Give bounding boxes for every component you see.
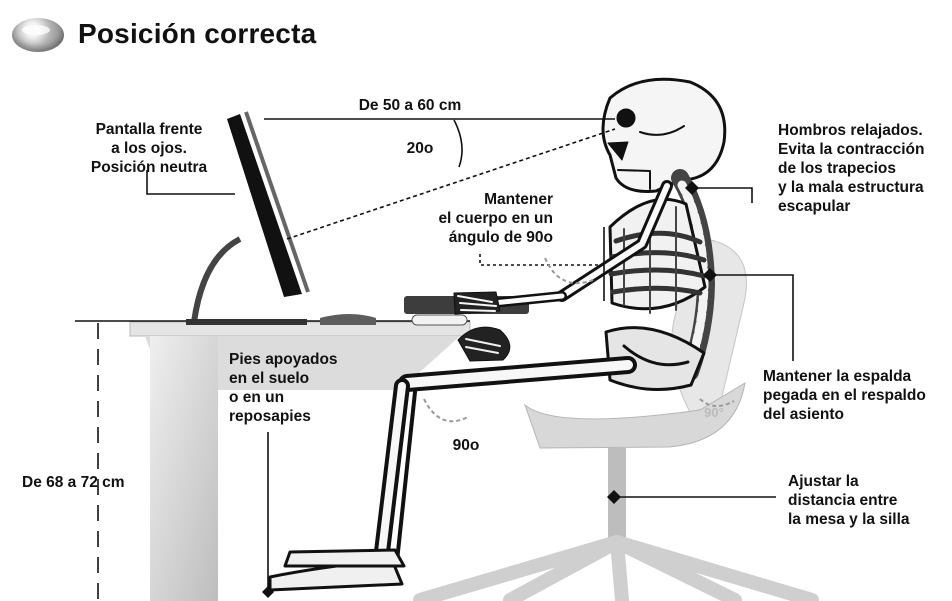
body-angle-label: Mantener el cuerpo en un ángulo de 90o <box>405 190 553 247</box>
chair-distance-label: Ajustar la distancia entre la mesa y la … <box>788 472 938 529</box>
feet-label: Pies apoyados en el suelo o en un reposa… <box>229 350 359 426</box>
gaze-angle-label: 20o <box>398 139 442 158</box>
shoulders-label: Hombros relajados. Evita la contracción … <box>778 121 948 216</box>
screen-position-label: Pantalla frente a los ojos. Posición neu… <box>78 120 220 177</box>
distance-screen-label: De 50 a 60 cm <box>334 96 486 115</box>
hip-angle-label: 90° <box>698 403 730 422</box>
desk-height-label: De 68 a 72 cm <box>22 473 152 492</box>
knee-angle-label: 90o <box>449 436 483 455</box>
back-label: Mantener la espalda pegada en el respald… <box>763 367 947 424</box>
